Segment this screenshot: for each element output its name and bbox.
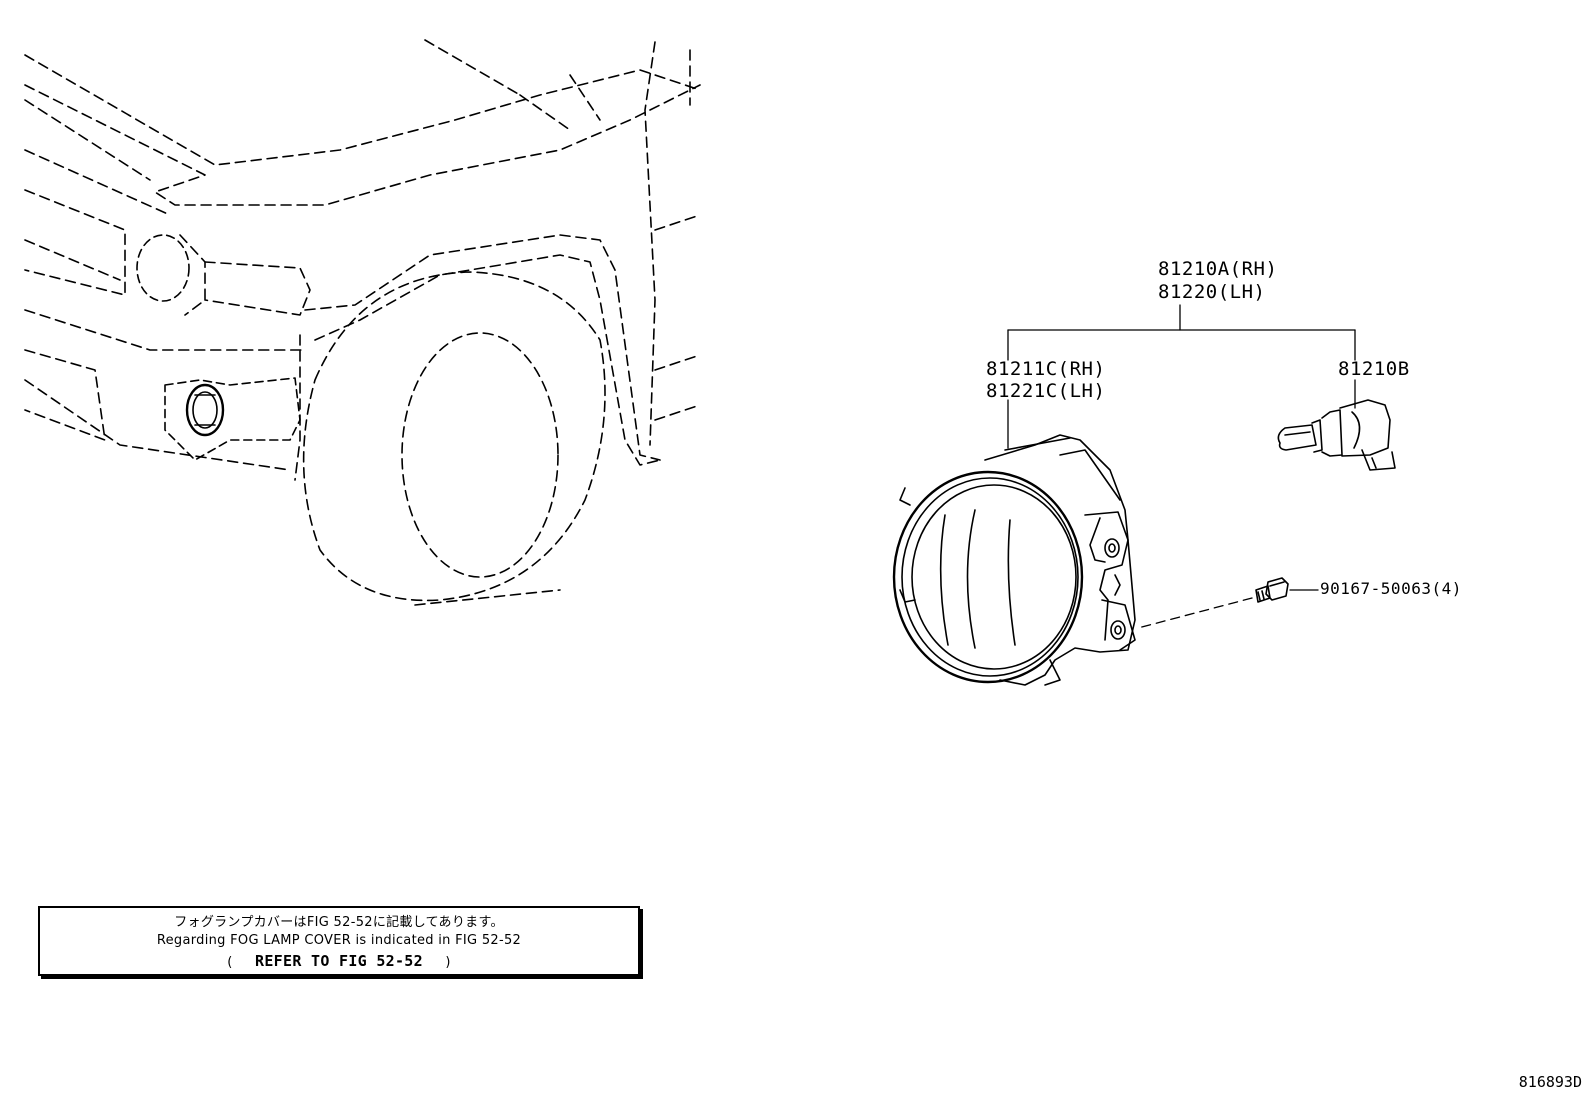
screw-part [1255, 577, 1289, 603]
vehicle-front-outline [24, 39, 701, 481]
figure-id: 816893D [1518, 1073, 1582, 1091]
label-unit-lh: 81221C(LH) [986, 380, 1106, 402]
note-refer-line: ( REFER TO FIG 52-52 ) [40, 952, 638, 970]
note-japanese: フォグランプカバーはFIG 52-52に記載してあります。 [174, 915, 504, 930]
reference-note: フォグランプカバーはFIG 52-52に記載してあります。 Regarding … [38, 906, 640, 976]
headlamp-outline [136, 234, 190, 302]
leader-lines [1007, 304, 1356, 591]
vehicle-fog-lamp [164, 377, 301, 461]
label-unit-rh: 81211C(RH) [986, 358, 1106, 380]
label-assembly-rh: 81210A(RH) [1158, 258, 1278, 280]
fog-lamp-bulb [1277, 399, 1396, 471]
front-tire-outline [302, 271, 606, 606]
note-refer-link[interactable]: REFER TO FIG 52-52 [255, 952, 423, 970]
label-screw: 90167-50063(4) [1320, 579, 1462, 598]
fog-lamp-unit [892, 434, 1136, 686]
label-assembly-lh: 81220(LH) [1158, 281, 1266, 303]
screw-installation-line [1137, 597, 1253, 629]
note-open-paren: ( [227, 955, 233, 970]
note-english: Regarding FOG LAMP COVER is indicated in… [156, 933, 522, 948]
note-close-paren: ) [445, 955, 451, 970]
label-bulb: 81210B [1338, 358, 1410, 380]
